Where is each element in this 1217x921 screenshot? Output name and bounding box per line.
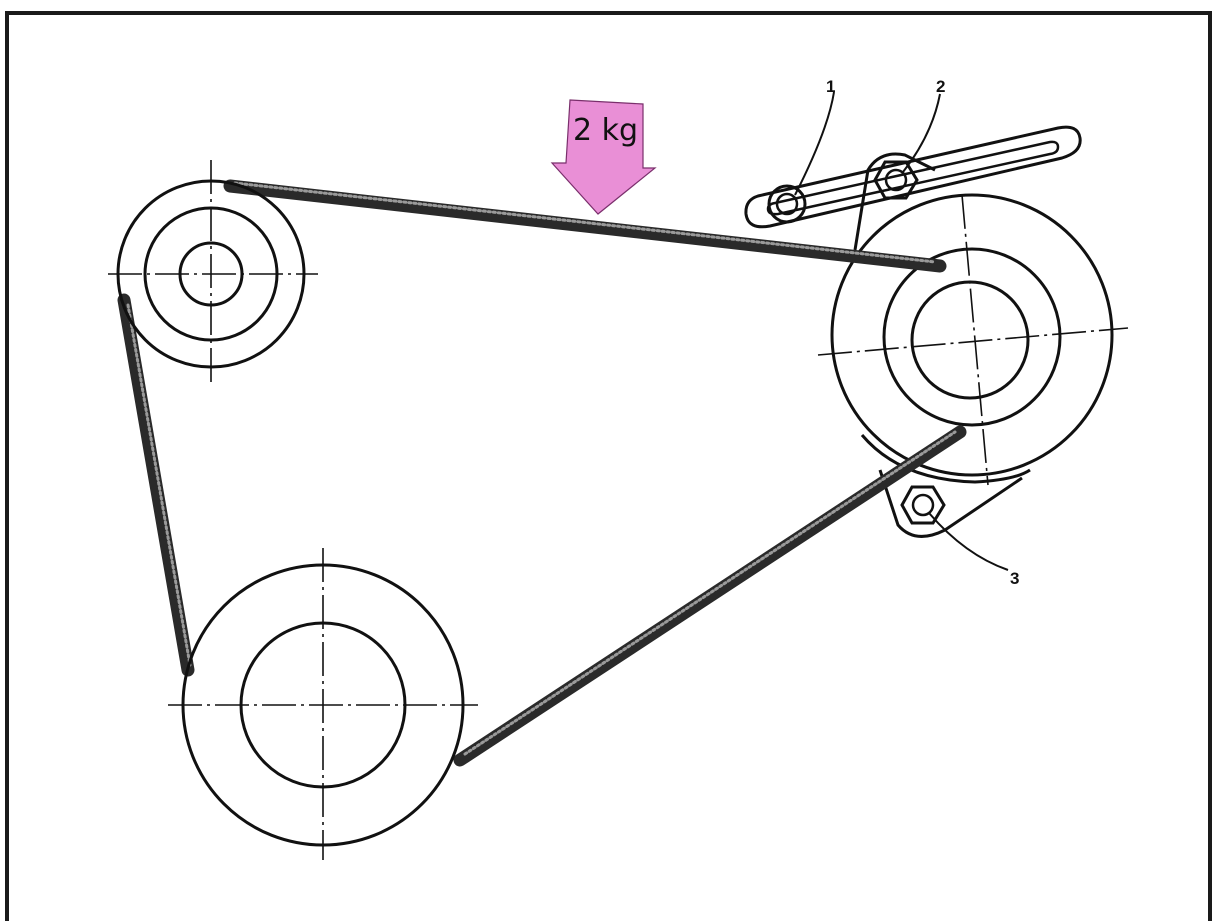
alternator-pulley-outer bbox=[882, 247, 1062, 427]
bolt-2-head bbox=[884, 168, 908, 192]
belt-top-texture bbox=[233, 181, 937, 264]
callout-1-leader bbox=[794, 91, 835, 196]
bolt-1-head bbox=[775, 192, 799, 216]
bolt-3-head bbox=[911, 493, 935, 517]
crankshaft-pulley bbox=[168, 548, 478, 860]
callout-3-label: 3 bbox=[1010, 569, 1019, 588]
belt-top-span bbox=[223, 179, 947, 273]
callout-2-leader bbox=[902, 93, 941, 173]
bolt-3 bbox=[900, 485, 946, 525]
bolt-3-nut bbox=[900, 485, 946, 525]
callout-2-label: 2 bbox=[936, 77, 945, 96]
bolt-2 bbox=[873, 160, 919, 200]
callouts: 1 2 3 bbox=[794, 77, 1019, 588]
load-arrow-label: 2 kg bbox=[573, 113, 638, 148]
drive-belt bbox=[117, 179, 967, 767]
belt-left-span bbox=[117, 293, 195, 677]
alternator-centerline-v bbox=[961, 194, 989, 486]
callout-1-label: 1 bbox=[826, 77, 835, 96]
callout-3-leader bbox=[928, 512, 1009, 571]
adjuster-bracket-outline bbox=[744, 125, 1082, 229]
belt-diagonal-span bbox=[453, 425, 967, 767]
alternator-centerline-h bbox=[817, 327, 1129, 356]
bolt-1-washer bbox=[767, 184, 807, 224]
alternator bbox=[817, 152, 1129, 538]
load-arrow: 2 kg bbox=[550, 99, 657, 215]
belt-left-texture bbox=[126, 303, 192, 667]
belt-diagonal-texture bbox=[463, 430, 957, 756]
alternator-lower-shell bbox=[860, 434, 1031, 484]
water-pump-pulley bbox=[108, 160, 318, 385]
bolt-2-nut bbox=[873, 160, 919, 200]
alternator-body bbox=[830, 193, 1114, 477]
bolt-1 bbox=[767, 184, 807, 224]
load-arrow-shape bbox=[550, 99, 657, 215]
